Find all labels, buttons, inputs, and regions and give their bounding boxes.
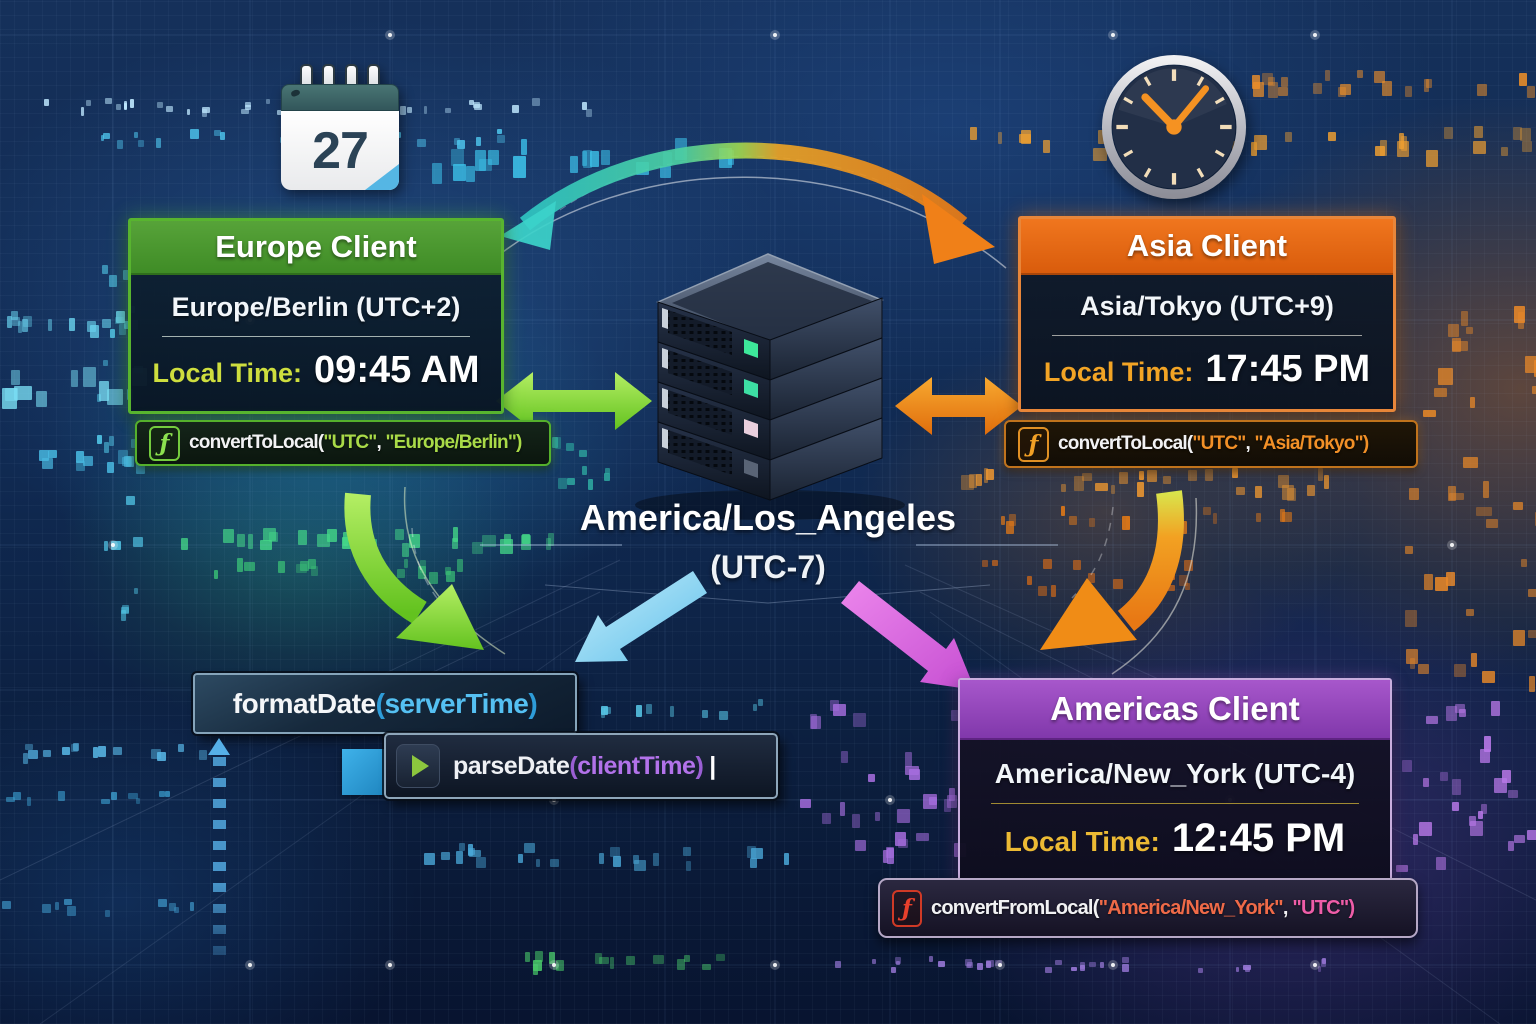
code-paren: ( (317, 432, 324, 453)
code-paren: ) (1362, 433, 1369, 454)
asia-panel-body: Asia/Tokyo (UTC+9) Local Time: 17:45 PM (1021, 275, 1393, 409)
server-americas-arrow-icon (841, 581, 975, 690)
calendar-header (281, 84, 399, 111)
europe-panel-header: Europe Client (131, 221, 501, 275)
code-paren: ( (1186, 433, 1193, 454)
asia-code-bar: ƒ convertToLocal("UTC", "Asia/Tokyo") (1004, 420, 1418, 468)
function-icon: ƒ (892, 889, 922, 927)
europe-down-arrow-icon (344, 486, 506, 655)
europe-code-text: convertToLocal("UTC", "Europe/Berlin") (189, 432, 522, 454)
code-paren: ) (528, 687, 538, 719)
asia-code-text: convertToLocal("UTC", "Asia/Tokyo") (1058, 433, 1369, 455)
americas-panel-header: Americas Client (960, 680, 1390, 740)
server-format-arrow-icon (575, 571, 707, 662)
calendar-day: 27 (312, 121, 369, 180)
americas-code-text: convertFromLocal("America/New_York", "UT… (931, 896, 1355, 920)
asia-local-time-label: Local Time: (1043, 357, 1194, 387)
americas-local-time-row: Local Time: 12:45 PM (966, 816, 1384, 861)
americas-panel-body: America/New_York (UTC-4) Local Time: 12:… (960, 740, 1390, 881)
blue-square-marker (342, 749, 388, 795)
code-arg: "America/New_York" (1098, 896, 1284, 919)
europe-panel-title: Europe Client (215, 229, 417, 264)
code-arg: "Europe/Berlin" (385, 432, 517, 453)
americas-client-panel: Americas Client America/New_York (UTC-4)… (958, 678, 1392, 883)
text-cursor: | (709, 751, 716, 780)
code-fn: convertFromLocal (931, 896, 1093, 919)
divider (162, 336, 470, 337)
parse-date-code: parseDate(clientTime)| (453, 752, 716, 781)
asia-panel-header: Asia Client (1021, 219, 1393, 275)
code-paren: ) (516, 432, 522, 453)
function-icon: ƒ (1018, 426, 1049, 462)
dashed-connector-line (213, 757, 226, 965)
americas-timezone-label: America/New_York (UTC-4) (994, 758, 1356, 789)
calendar-page: 27 (281, 111, 399, 190)
europe-panel-body: Europe/Berlin (UTC+2) Local Time: 09:45 … (131, 275, 501, 411)
utc-sync-arc-arrow-icon (489, 142, 1007, 269)
dashed-line-arrowhead-icon (208, 738, 230, 755)
code-fn: convertToLocal (189, 432, 319, 453)
server-stack-icon (635, 253, 905, 520)
europe-local-time-value: 09:45 AM (314, 349, 480, 391)
americas-local-time-label: Local Time: (1004, 826, 1160, 857)
code-paren: ( (569, 751, 578, 780)
code-fn: formatDate (232, 687, 376, 719)
code-paren: ( (1092, 896, 1100, 919)
format-date-snippet: formatDate(serverTime) (191, 671, 579, 736)
code-arg: "Asia/Tokyo" (1254, 433, 1363, 454)
asia-client-panel: Asia Client Asia/Tokyo (UTC+9) Local Tim… (1018, 216, 1396, 412)
code-arg: "UTC" (1292, 896, 1349, 919)
americas-local-time-value: 12:45 PM (1171, 816, 1346, 860)
parse-date-snippet: parseDate(clientTime)| (382, 731, 780, 801)
server-utc-offset: (UTC-7) (710, 549, 826, 585)
code-fn: parseDate (453, 751, 570, 780)
calendar-corner-fold (365, 164, 399, 190)
code-comma: , (376, 432, 386, 453)
code-arg: "UTC" (323, 432, 377, 453)
asia-panel-title: Asia Client (1126, 228, 1288, 263)
code-arg: "UTC" (1192, 433, 1246, 454)
europe-client-panel: Europe Client Europe/Berlin (UTC+2) Loca… (128, 218, 504, 414)
asia-down-arrow-icon (1040, 490, 1198, 675)
code-comma: , (1282, 896, 1293, 919)
americas-code-bar: ƒ convertFromLocal("America/New_York", "… (878, 878, 1418, 938)
code-paren: ( (375, 687, 385, 719)
asia-local-time-row: Local Time: 17:45 PM (1027, 348, 1387, 391)
play-icon (396, 744, 440, 788)
function-icon: ƒ (149, 425, 180, 461)
clock-icon (1101, 54, 1247, 200)
europe-server-sync-arrow-icon (496, 372, 652, 430)
asia-timezone-label: Asia/Tokyo (UTC+9) (1080, 291, 1334, 321)
asia-local-time-value: 17:45 PM (1205, 348, 1371, 390)
code-paren: ) (695, 751, 704, 780)
europe-local-time-row: Local Time: 09:45 AM (137, 349, 495, 392)
code-fn: convertToLocal (1058, 433, 1188, 454)
code-paren: ) (1348, 896, 1355, 919)
asia-server-sync-arrow-icon (895, 377, 1022, 435)
europe-code-bar: ƒ convertToLocal("UTC", "Europe/Berlin") (135, 420, 551, 466)
americas-panel-title: Americas Client (1050, 690, 1300, 727)
code-arg: clientTime (577, 751, 696, 780)
server-label: America/Los_Angeles (UTC-7) (540, 497, 996, 586)
calendar-icon: 27 (281, 64, 399, 190)
europe-local-time-label: Local Time: (152, 358, 303, 388)
server-timezone: America/Los_Angeles (579, 497, 957, 538)
code-arg: serverTime (384, 687, 529, 719)
divider (991, 803, 1359, 804)
code-comma: , (1245, 433, 1255, 454)
europe-timezone-label: Europe/Berlin (UTC+2) (171, 292, 461, 322)
divider (1052, 335, 1362, 336)
